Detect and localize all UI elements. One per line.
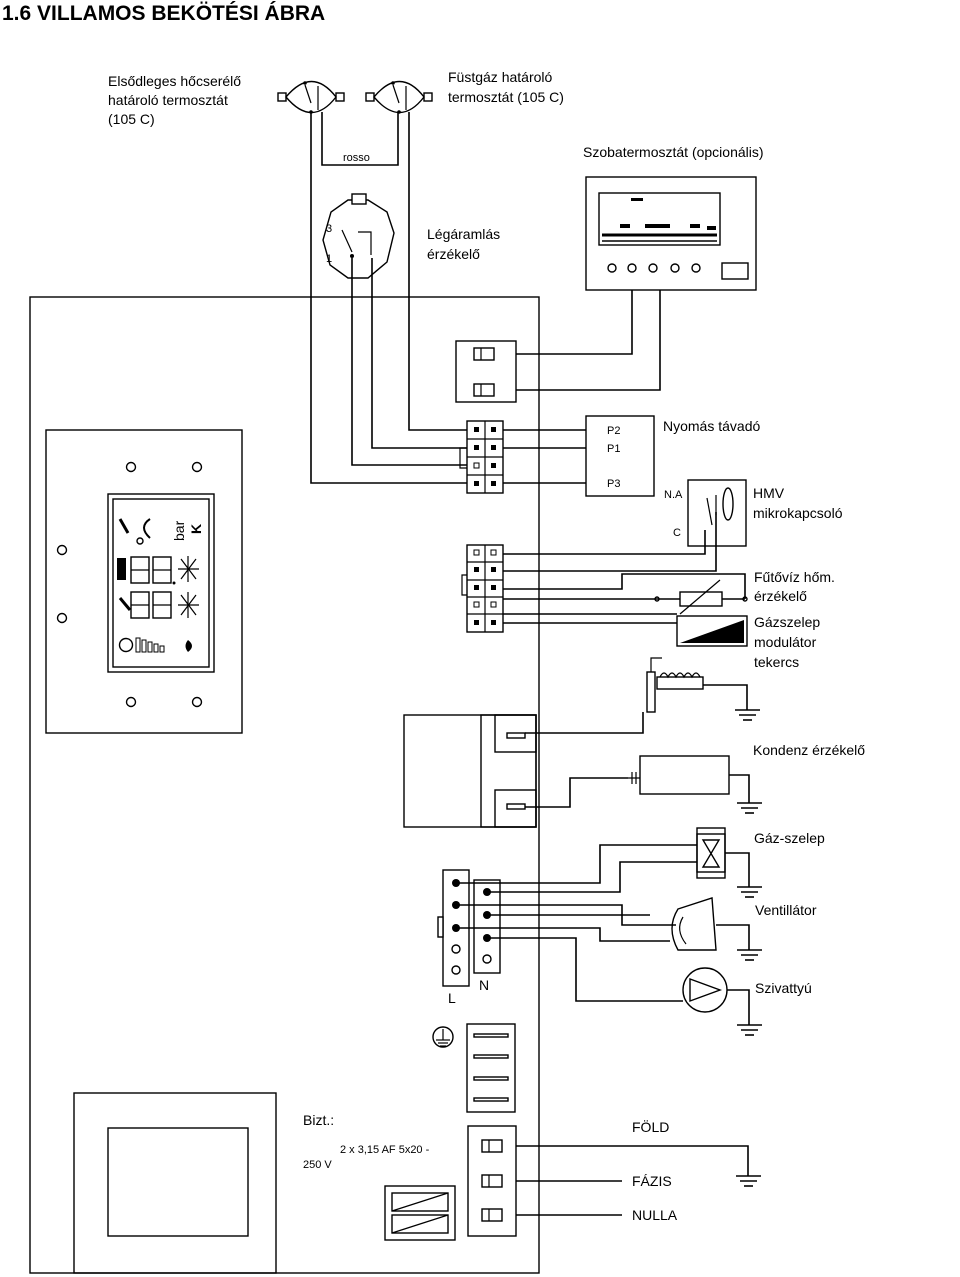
- flue-thermostat: [365, 80, 433, 114]
- earth-symbol: [736, 1175, 761, 1187]
- pressure-transducer-label: Nyomás távadó: [663, 418, 760, 434]
- dhw-switch-label-2: mikrokapcsoló: [753, 505, 843, 521]
- page-title: 1.6 VILLAMOS BEKÖTÉSI ÁBRA: [2, 2, 326, 25]
- room-thermostat-label: Szobatermosztát (opcionális): [583, 144, 764, 160]
- earth-symbol: [737, 802, 762, 814]
- earth-label: FÖLD: [632, 1118, 669, 1135]
- flue-thermostat-label-2: termosztát (105 C): [448, 89, 564, 105]
- fuse-spec: 2 x 3,15 AF 5x20 -: [340, 1144, 430, 1156]
- condensate-sensor: [628, 755, 730, 795]
- main-terminal-n: [473, 879, 501, 974]
- airflow-sensor-label-2: érzékelő: [427, 246, 480, 262]
- primary-thermostat-label-3: (105 C): [108, 111, 155, 127]
- terminal-n-label: N: [479, 977, 489, 993]
- gas-valve-label: Gáz-szelep: [754, 830, 825, 846]
- pump-label: Szivattyú: [755, 980, 812, 996]
- pump: [682, 967, 728, 1013]
- earth-symbol: [735, 709, 760, 721]
- phase-label: FÁZIS: [632, 1173, 672, 1189]
- fuse-holder-panel: [73, 1092, 277, 1274]
- primary-thermostat-label-2: határoló termosztát: [108, 92, 228, 108]
- svg-text:1: 1: [326, 253, 332, 265]
- mounting-hole: [56, 612, 68, 624]
- heating-sensor-label-1: Fűtővíz hőm.: [754, 569, 835, 585]
- display-unit-bar: bar: [171, 520, 187, 541]
- c-label: C: [673, 527, 681, 539]
- dhw-microswitch: [687, 479, 747, 547]
- earth-symbol: [737, 949, 762, 961]
- pressure-transducer: [585, 415, 655, 497]
- modulator-label-2: modulátor: [754, 634, 817, 650]
- pressure-connector: [459, 420, 504, 494]
- earth-symbol: [737, 886, 762, 898]
- earth-symbol: [737, 1024, 762, 1036]
- fuses: [384, 1185, 456, 1241]
- flue-thermostat-label-1: Füstgáz határoló: [448, 69, 552, 85]
- ignition-electrode: [646, 657, 704, 713]
- modulator-label-3: tekercs: [754, 654, 799, 670]
- earth-bus: [432, 1023, 516, 1113]
- room-thermostat-terminal: [455, 340, 517, 403]
- fan-label: Ventillátor: [755, 902, 817, 918]
- heating-sensor-label-2: érzékelő: [754, 588, 807, 604]
- fan: [671, 897, 717, 951]
- ignition-transformer: [403, 714, 537, 828]
- display-unit-k: K: [188, 524, 204, 534]
- mains-terminal: [467, 1125, 517, 1237]
- fuse-label: Bizt.:: [303, 1112, 334, 1128]
- airflow-sensor-label-1: Légáramlás: [427, 226, 500, 242]
- p2-label: P2: [607, 425, 620, 437]
- airflow-sensor: 3 1: [322, 193, 395, 279]
- sensor-connector: [461, 544, 504, 633]
- terminal-l-label: L: [448, 990, 456, 1006]
- svg-text:3: 3: [326, 223, 332, 235]
- room-thermostat: [585, 176, 757, 291]
- na-label: N.A: [664, 489, 683, 501]
- primary-thermostat: [277, 80, 345, 114]
- gas-valve: [696, 827, 726, 879]
- p3-label: P3: [607, 478, 620, 490]
- modulator-label-1: Gázszelep: [754, 614, 820, 630]
- primary-thermostat-label-1: Elsődleges hőcserélő: [108, 73, 241, 89]
- boiler-enclosure: [29, 296, 540, 1274]
- condensate-sensor-label: Kondenz érzékelő: [753, 742, 865, 758]
- heating-temp-sensor: [654, 579, 748, 615]
- neutral-label: NULLA: [632, 1207, 678, 1223]
- p1-label: P1: [607, 443, 620, 455]
- rosso-wire-label: rosso: [343, 152, 370, 164]
- mounting-hole: [56, 544, 68, 556]
- dhw-switch-label-1: HMV: [753, 485, 785, 501]
- gas-modulator-coil: [676, 615, 748, 647]
- control-panel: [45, 429, 243, 734]
- fuse-voltage: 250 V: [303, 1159, 332, 1171]
